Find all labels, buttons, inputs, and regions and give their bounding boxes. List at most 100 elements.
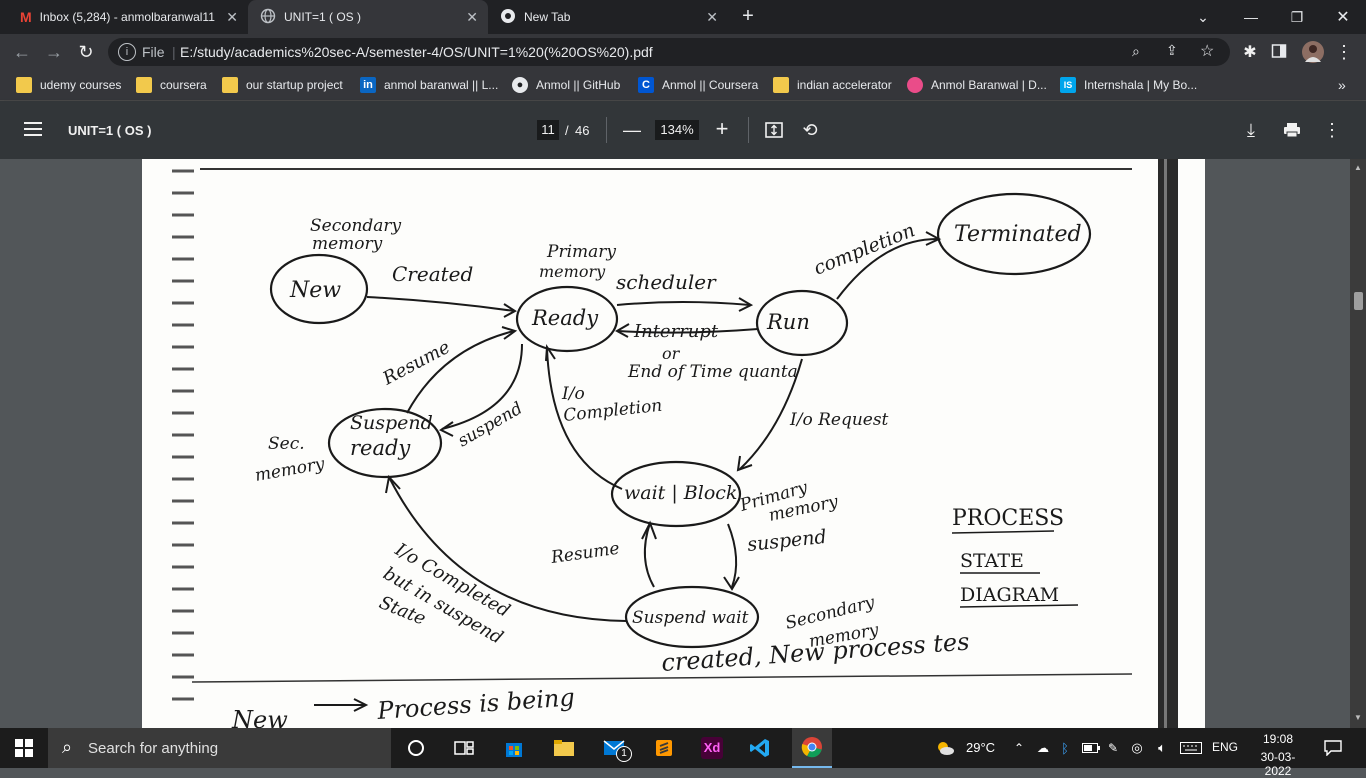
url-text[interactable]: E:/study/academics%20sec-A/semester-4/OS… <box>180 44 653 60</box>
bookmark-startup[interactable]: our startup project <box>222 70 343 100</box>
mail-icon[interactable]: 1 <box>598 728 632 768</box>
profile-avatar[interactable] <box>1302 41 1324 63</box>
new-tab-button[interactable]: + <box>742 5 754 27</box>
bookmark-label: udemy courses <box>40 78 122 92</box>
tab-label: UNIT=1 ( OS ) <box>284 10 362 24</box>
info-icon[interactable]: i <box>118 43 136 61</box>
share-icon[interactable]: ⇪ <box>1166 42 1178 58</box>
search-icon: ⌕ <box>62 737 73 757</box>
label-sec-memory-2: memory <box>253 454 326 486</box>
bookmark-udemy[interactable]: udemy courses <box>16 70 121 100</box>
volume-icon[interactable]: 🔈︎ <box>1158 740 1166 755</box>
bookmark-star-icon[interactable]: ☆ <box>1200 43 1215 60</box>
bookmark-indian-accelerator[interactable]: indian accelerator <box>773 70 892 100</box>
side-panel-icon[interactable] <box>1270 42 1288 60</box>
print-icon[interactable] <box>1281 120 1303 140</box>
touch-keyboard-icon[interactable] <box>1178 728 1204 768</box>
close-icon[interactable]: ✕ <box>466 9 478 25</box>
bookmark-label: coursera <box>160 78 207 92</box>
close-icon[interactable]: ✕ <box>706 9 718 25</box>
folder-icon <box>16 77 32 93</box>
scheme-label: File <box>142 44 165 60</box>
label-primary-memory-2: memory <box>539 262 606 281</box>
scroll-up-icon[interactable]: ▲ <box>1354 163 1362 172</box>
clock-time[interactable]: 19:08 <box>1262 732 1294 746</box>
show-hidden-icons-icon[interactable]: ⌃ <box>1013 741 1025 755</box>
state-suspend-wait: Suspend wait <box>632 608 749 628</box>
file-explorer-icon[interactable] <box>548 728 580 768</box>
weather-icon[interactable] <box>934 728 956 768</box>
scrollbar-thumb[interactable] <box>1354 292 1363 310</box>
bookmark-label: indian accelerator <box>797 78 892 92</box>
notifications-icon[interactable] <box>1320 728 1346 768</box>
rotate-icon[interactable]: ⟲ <box>802 119 818 140</box>
weather-temperature[interactable]: 29°C <box>966 740 996 755</box>
tab-search-icon[interactable]: ⌄ <box>1197 8 1209 25</box>
bookmark-internshala[interactable]: IS Internshala | My Bo... <box>1060 70 1197 100</box>
state-suspend-ready-2: ready <box>350 436 411 460</box>
taskbar-search-placeholder: Search for anything <box>88 740 219 757</box>
zoom-out-button[interactable]: — <box>623 119 641 140</box>
gmail-icon: M <box>20 9 32 25</box>
battery-icon[interactable] <box>1080 728 1102 768</box>
address-bar[interactable]: i File | E:/study/academics%20sec-A/seme… <box>108 38 1230 66</box>
back-button[interactable]: ← <box>13 41 31 62</box>
close-window-button[interactable]: ✕ <box>1336 9 1350 26</box>
restore-button[interactable]: ❐ <box>1290 8 1304 25</box>
hamburger-menu-icon[interactable] <box>22 118 44 140</box>
sublime-text-icon[interactable] <box>648 728 680 768</box>
vertical-scrollbar[interactable]: ▲ ▼ <box>1350 159 1366 728</box>
bookmark-coursera[interactable]: coursera <box>136 70 207 100</box>
bookmark-dribbble[interactable]: Anmol Baranwal | D... <box>907 70 1047 100</box>
bookmark-coursera-profile[interactable]: C Anmol || Coursera <box>638 70 758 100</box>
browser-toolbar: ← → ↻ i File | E:/study/academics%20sec-… <box>0 34 1366 70</box>
input-language[interactable]: ENG <box>1212 740 1239 754</box>
bookmarks-bar: udemy courses coursera our startup proje… <box>0 70 1366 101</box>
chrome-taskbar-icon[interactable] <box>792 728 832 768</box>
onedrive-icon[interactable]: ☁ <box>1037 741 1049 755</box>
zoom-in-button[interactable]: + <box>715 116 729 141</box>
bookmark-github[interactable]: ● Anmol || GitHub <box>512 70 620 100</box>
fit-page-icon[interactable] <box>764 120 784 140</box>
clock-date[interactable]: 30-03-2022 <box>1260 750 1296 778</box>
more-options-icon[interactable]: ⋮ <box>1323 119 1341 140</box>
zoom-level-input[interactable]: 134% <box>655 120 699 140</box>
cortana-icon[interactable] <box>400 728 432 768</box>
taskbar-search-box[interactable]: ⌕ Search for anything <box>48 728 391 768</box>
adobe-xd-icon[interactable]: Xd <box>696 728 728 768</box>
network-icon[interactable]: ◎ <box>1131 740 1143 755</box>
download-icon[interactable]: ⤓ <box>1247 119 1255 140</box>
vscode-icon[interactable] <box>744 728 776 768</box>
task-view-icon[interactable] <box>448 728 480 768</box>
bluetooth-icon[interactable]: ᛒ <box>1061 740 1069 756</box>
bookmarks-overflow-button[interactable]: » <box>1338 77 1346 93</box>
microsoft-store-icon[interactable] <box>498 728 530 768</box>
pdf-page: New Ready Run Terminated Suspend ready w… <box>142 159 1205 728</box>
bookmark-linkedin[interactable]: in anmol baranwal || L... <box>360 70 498 100</box>
label-sec-memory: Sec. <box>268 434 305 454</box>
footer-arrow-text: Process is being <box>375 683 575 725</box>
minimize-button[interactable]: — <box>1244 9 1258 25</box>
tab-new-tab[interactable]: New Tab ✕ <box>488 0 728 34</box>
github-icon: ● <box>512 77 528 93</box>
pdf-toolbar: UNIT=1 ( OS ) 11 / 46 — 134% + ⟲ ⤓ ⋮ <box>0 101 1366 159</box>
coursera-icon: C <box>638 77 654 93</box>
mail-badge: 1 <box>616 746 632 762</box>
state-ready: Ready <box>531 306 599 330</box>
spiral-binding <box>172 169 194 701</box>
pen-workspace-icon[interactable]: ✎ <box>1107 741 1119 755</box>
state-terminated: Terminated <box>954 222 1082 247</box>
bookmark-label: Anmol || Coursera <box>662 78 759 92</box>
menu-icon[interactable]: ⋮ <box>1335 41 1353 62</box>
pdf-viewport[interactable]: New Ready Run Terminated Suspend ready w… <box>0 159 1350 728</box>
tab-gmail[interactable]: M Inbox (5,284) - anmolbaranwal11 ✕ <box>8 0 248 34</box>
tab-pdf[interactable]: UNIT=1 ( OS ) ✕ <box>248 0 488 34</box>
page-number-input[interactable]: 11 <box>537 120 559 140</box>
forward-button[interactable]: → <box>45 41 63 62</box>
extensions-icon[interactable]: ✱ <box>1243 44 1257 61</box>
scroll-down-icon[interactable]: ▼ <box>1354 713 1362 722</box>
close-icon[interactable]: ✕ <box>226 9 238 25</box>
reload-button[interactable]: ↻ <box>78 41 94 62</box>
zoom-icon[interactable]: ⌕ <box>1132 43 1140 59</box>
windows-start-button[interactable] <box>0 728 48 768</box>
